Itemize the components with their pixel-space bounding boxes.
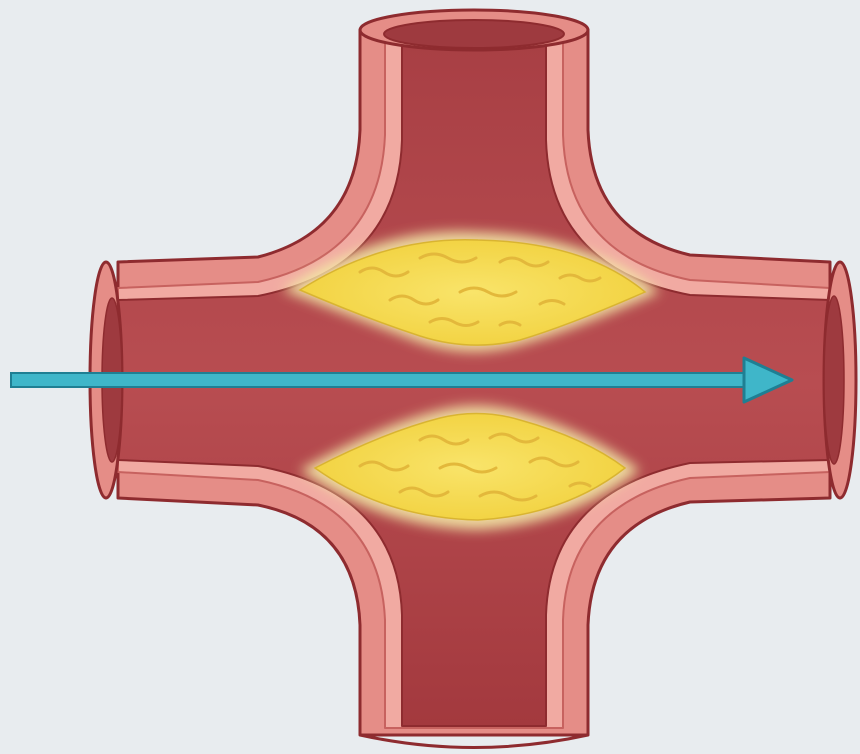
right-vessel-opening bbox=[824, 262, 856, 498]
top-vessel-opening bbox=[360, 10, 588, 50]
